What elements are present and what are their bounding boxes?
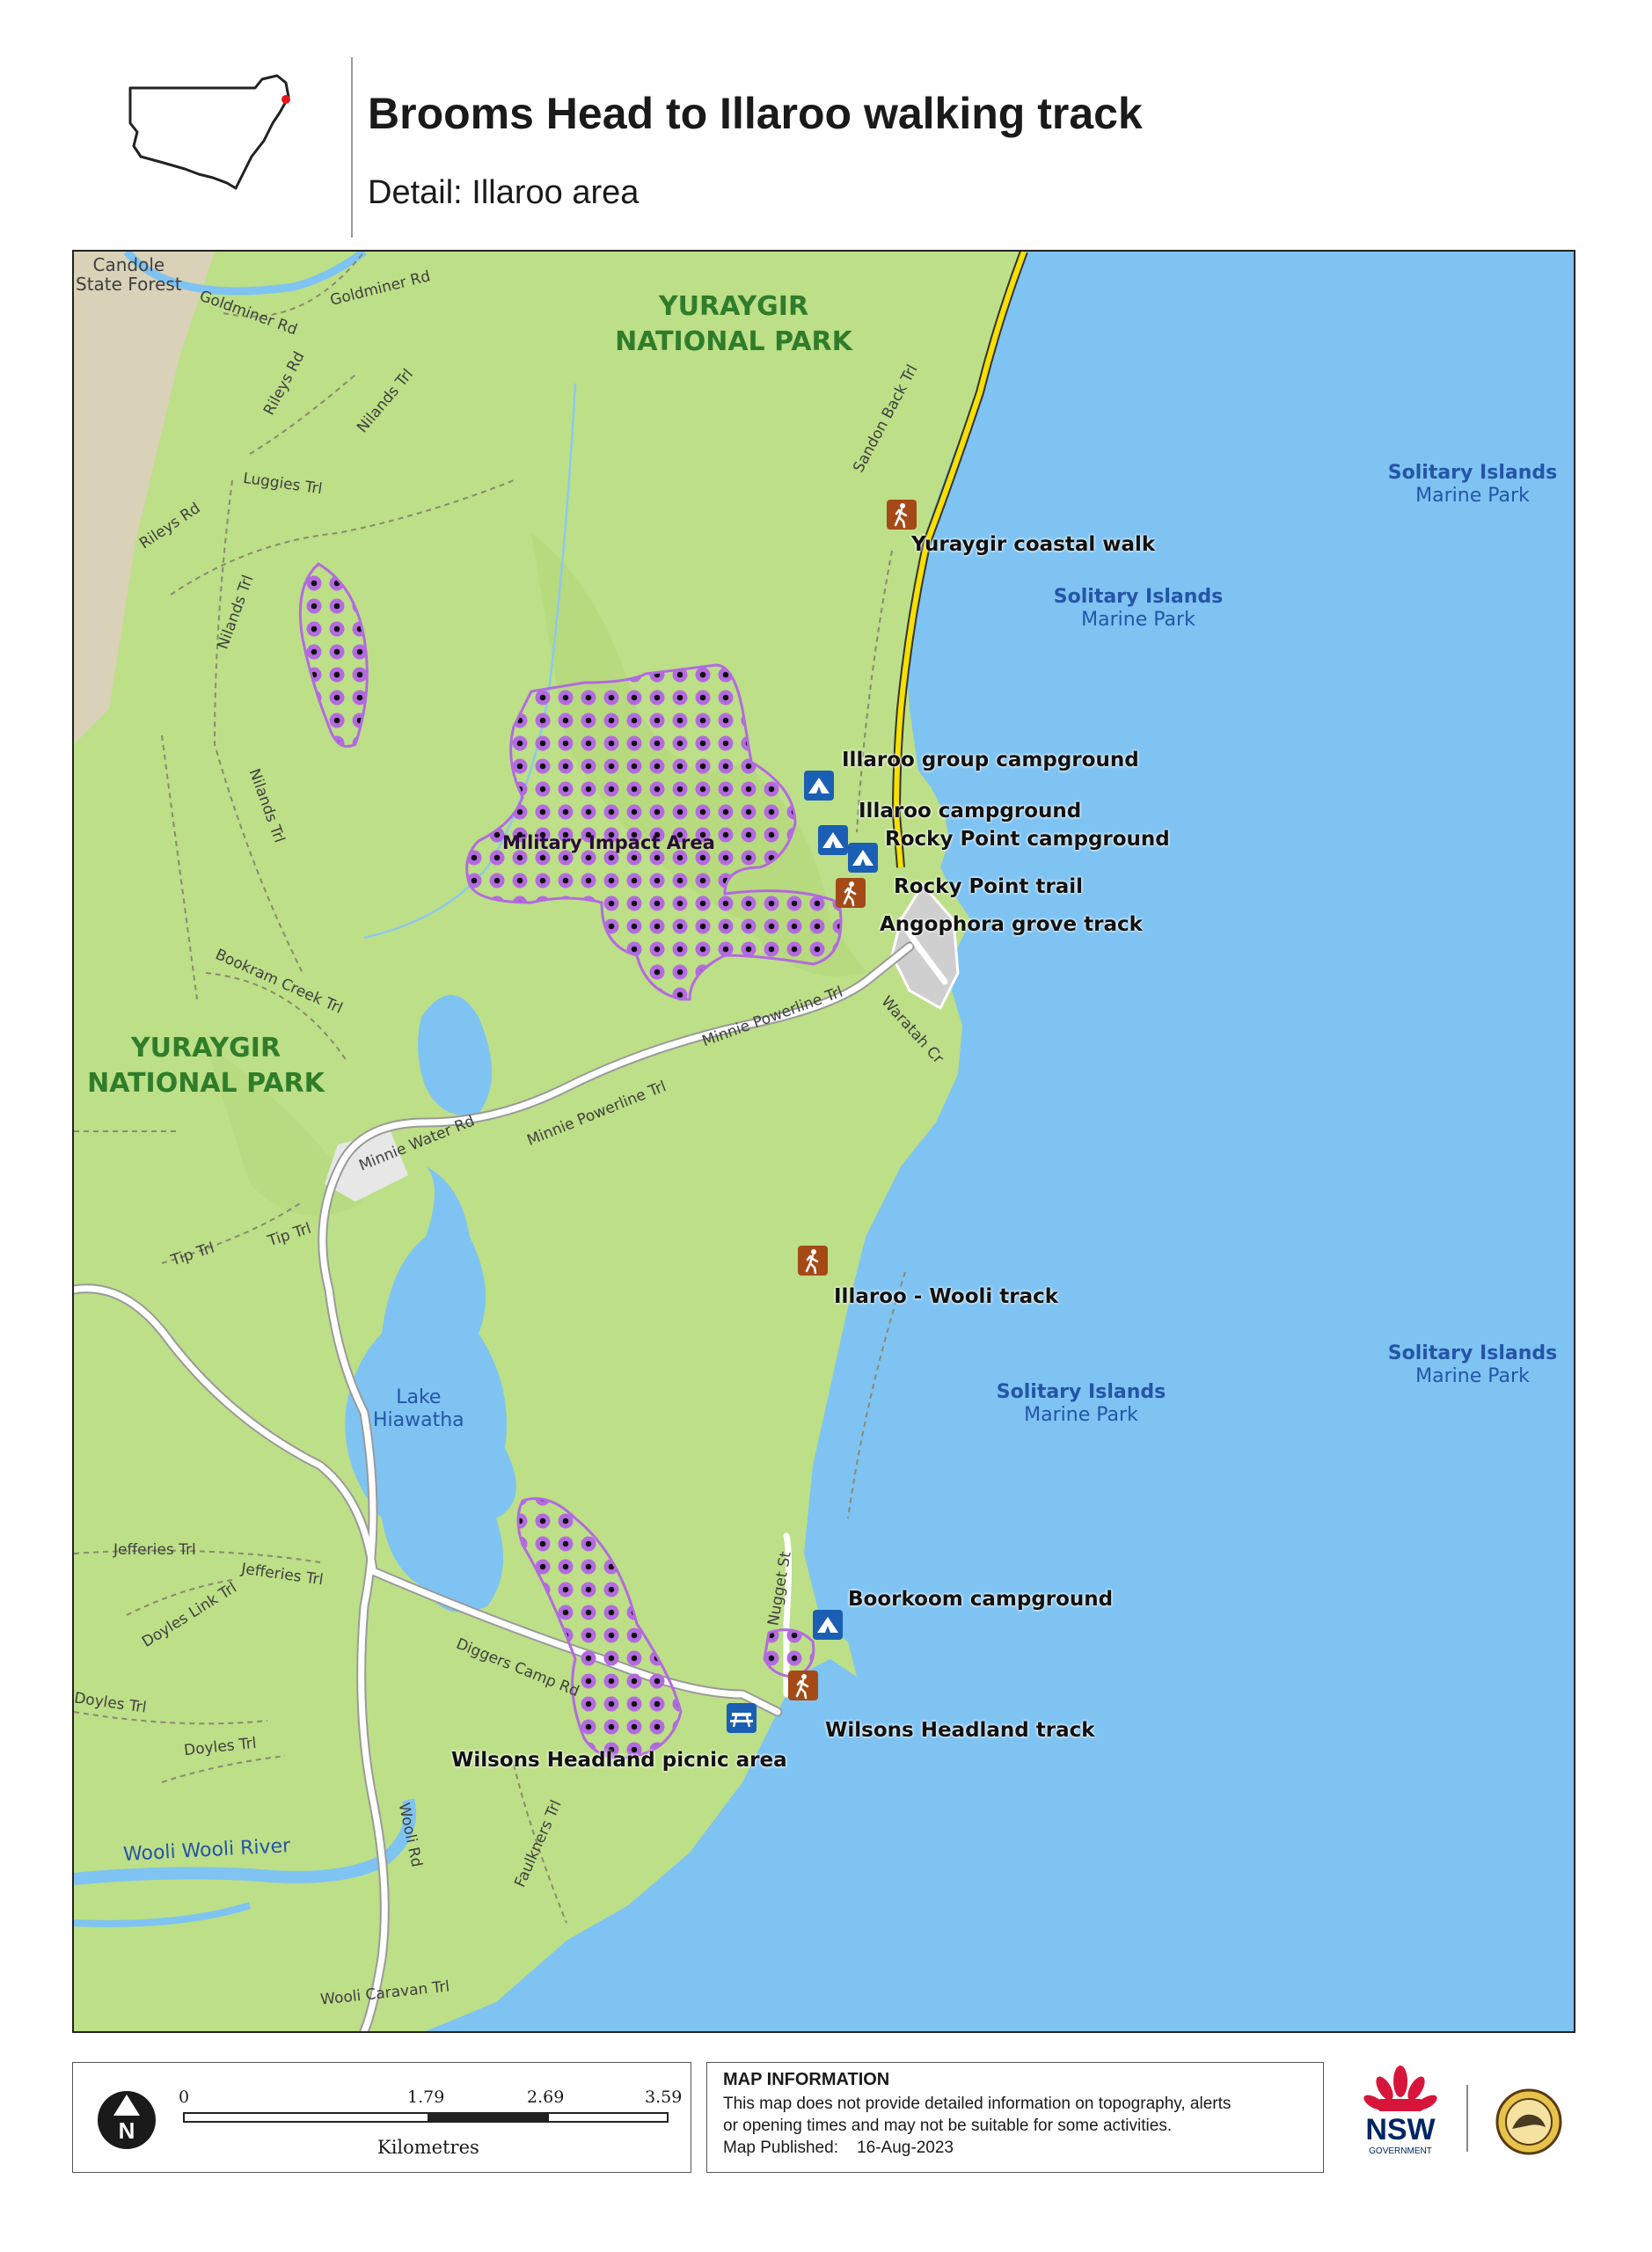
tent-icon[interactable]: [804, 771, 834, 801]
road-label: Jefferies Trl: [113, 1541, 196, 1559]
scale-bar: [183, 2112, 669, 2123]
info-title: MAP INFORMATION: [723, 2070, 890, 2089]
lake-hiawatha: [345, 1166, 516, 1612]
poi-label: Wilsons Headland track: [825, 1719, 1095, 1742]
hiker-icon[interactable]: [836, 878, 866, 908]
tent-icon[interactable]: [818, 825, 848, 855]
map-canvas: [74, 252, 1574, 2031]
picnic-table-icon[interactable]: [727, 1703, 757, 1733]
npws-logo: [1495, 2088, 1562, 2155]
military-zone-south: [516, 1497, 683, 1759]
nsw-logo-subtext: GOVERNMENT: [1369, 2146, 1432, 2156]
map-information-panel: MAP INFORMATION This map does not provid…: [706, 2062, 1324, 2173]
scale-tick-1: 1.79: [407, 2087, 445, 2107]
map-subtitle: Detail: Illaroo area: [368, 174, 640, 211]
tent-icon[interactable]: [848, 843, 878, 873]
scale-tick-2: 2.69: [527, 2087, 565, 2107]
poi-label: Yuraygir coastal walk: [911, 533, 1156, 556]
scale-tick-3: 3.59: [645, 2087, 683, 2107]
military-zone-north: [298, 562, 369, 748]
poi-label: Rocky Point campground: [885, 828, 1170, 851]
lake-minnie: [418, 995, 492, 1115]
hiker-icon[interactable]: [788, 1671, 818, 1700]
nsw-government-logo: NSW GOVERNMENT: [1363, 2066, 1437, 2156]
river-wooli-wooli: [74, 1798, 416, 1885]
poi-label: Boorkoom campground: [848, 1588, 1114, 1611]
military-impact-area-label: Military Impact Area: [502, 832, 715, 853]
poi-label: Illaroo group campground: [842, 749, 1139, 771]
scale-panel: N 0 1.79 2.69 3.59 Kilometres: [72, 2062, 691, 2173]
military-zone-boorkoom: [763, 1628, 815, 1678]
logo-divider: [1466, 2085, 1468, 2152]
military-zone-main: [465, 663, 843, 1001]
map-title: Brooms Head to Illaroo walking track: [368, 89, 1143, 138]
poi-label: Illaroo - Wooli track: [834, 1285, 1059, 1308]
hiker-icon[interactable]: [798, 1246, 828, 1276]
scale-units: Kilometres: [377, 2137, 479, 2158]
sea-area: [426, 252, 1574, 2031]
poi-label: Illaroo campground: [859, 800, 1082, 823]
header-divider: [351, 57, 353, 238]
poi-label: Rocky Point trail: [894, 875, 1083, 898]
tent-icon[interactable]: [813, 1610, 843, 1640]
nsw-locator-map: [128, 74, 290, 190]
svg-text:N: N: [119, 2117, 135, 2144]
info-text: This map does not provide detailed infor…: [723, 2095, 1232, 2157]
poi-label: Wilsons Headland picnic area: [451, 1749, 787, 1772]
nsw-logo-text: NSW: [1365, 2113, 1436, 2146]
state-forest-area: [74, 252, 215, 744]
north-arrow-icon: N: [98, 2091, 156, 2149]
poi-label: Angophora grove track: [880, 913, 1143, 936]
scale-tick-0: 0: [179, 2087, 190, 2107]
hiker-icon[interactable]: [887, 500, 917, 530]
